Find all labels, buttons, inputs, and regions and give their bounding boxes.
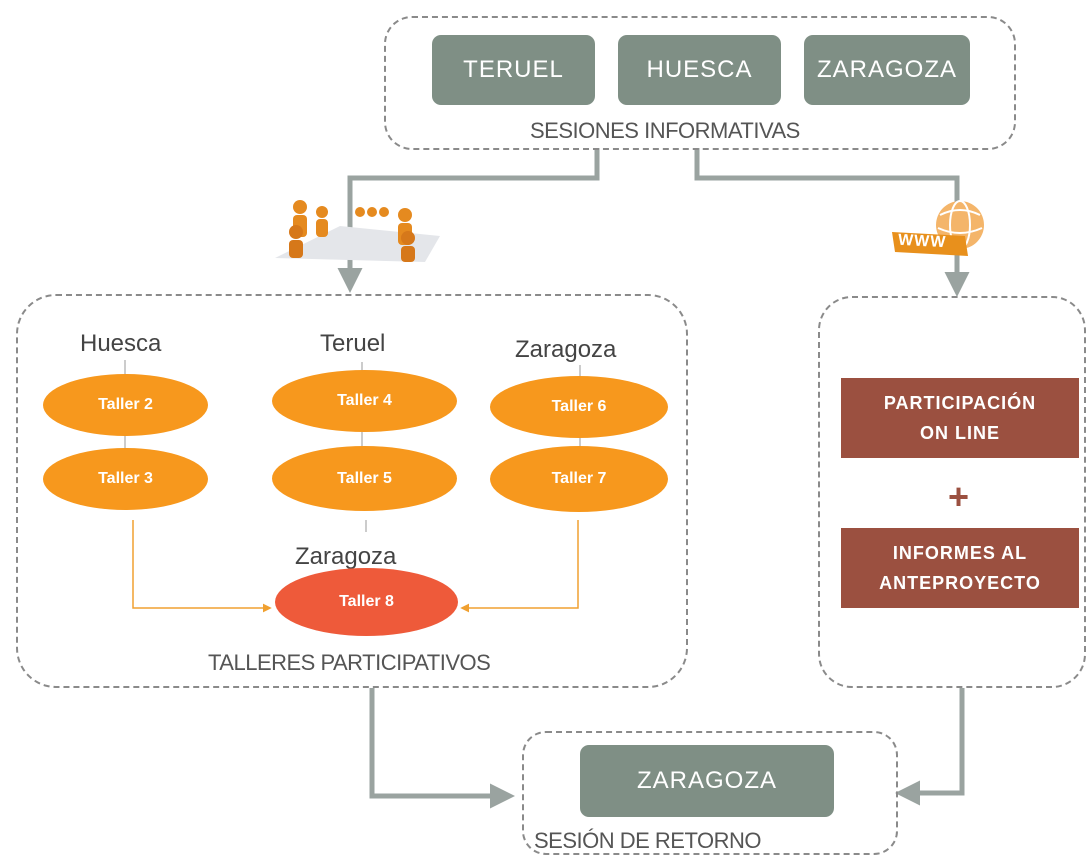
taller-3-oval[interactable]: Taller 3 <box>43 448 208 510</box>
plus-sign: + <box>948 476 970 517</box>
informes-anteproyecto-box[interactable]: INFORMES AL ANTEPROYECTO <box>841 528 1079 608</box>
talleres-caption: TALLERES PARTICIPATIVOS <box>208 650 491 675</box>
sesiones-caption: SESIONES INFORMATIVAS <box>530 118 800 143</box>
sesiones-informativas-box <box>384 16 1016 150</box>
taller-7-oval[interactable]: Taller 7 <box>490 446 668 512</box>
online-participation-box <box>818 296 1086 688</box>
city-huesca: Huesca <box>80 330 162 357</box>
connector-sesiones-to-online <box>694 148 970 297</box>
retorno-caption: SESIÓN DE RETORNO <box>534 828 762 853</box>
taller-5-oval[interactable]: Taller 5 <box>272 446 457 511</box>
participacion-online-box[interactable]: PARTICIPACIÓN ON LINE <box>841 378 1079 458</box>
taller-6-oval[interactable]: Taller 6 <box>490 376 668 438</box>
taller-4-oval[interactable]: Taller 4 <box>272 370 457 432</box>
huesca-button[interactable]: HUESCA <box>618 35 781 105</box>
orange-connector-left <box>132 520 272 613</box>
www-label: WWW <box>897 231 947 252</box>
connector-talleres-to-retorno <box>369 688 515 809</box>
connector-sesiones-to-talleres <box>337 148 600 293</box>
city-teruel: Teruel <box>320 330 386 357</box>
participacion-line1: PARTICIPACIÓN <box>883 393 1037 413</box>
sesion-retorno-box <box>522 731 898 855</box>
informes-line2: ANTEPROYECTO <box>879 573 1041 593</box>
city-final-zaragoza: Zaragoza <box>295 543 397 570</box>
talleres-participativos-box <box>16 294 688 688</box>
orange-connector-right <box>460 520 579 613</box>
www-globe-icon <box>892 200 984 256</box>
taller-2-oval[interactable]: Taller 2 <box>43 374 208 436</box>
connector-online-to-retorno <box>895 688 965 806</box>
informes-line1: INFORMES AL <box>892 543 1028 563</box>
taller-8-oval[interactable]: Taller 8 <box>275 568 458 636</box>
zaragoza-button[interactable]: ZARAGOZA <box>804 35 970 105</box>
retorno-zaragoza-button[interactable]: ZARAGOZA <box>580 745 834 817</box>
meeting-icon <box>275 200 440 262</box>
city-zaragoza: Zaragoza <box>515 336 617 363</box>
teruel-button[interactable]: TERUEL <box>432 35 595 105</box>
participacion-line2: ON LINE <box>919 423 1000 443</box>
